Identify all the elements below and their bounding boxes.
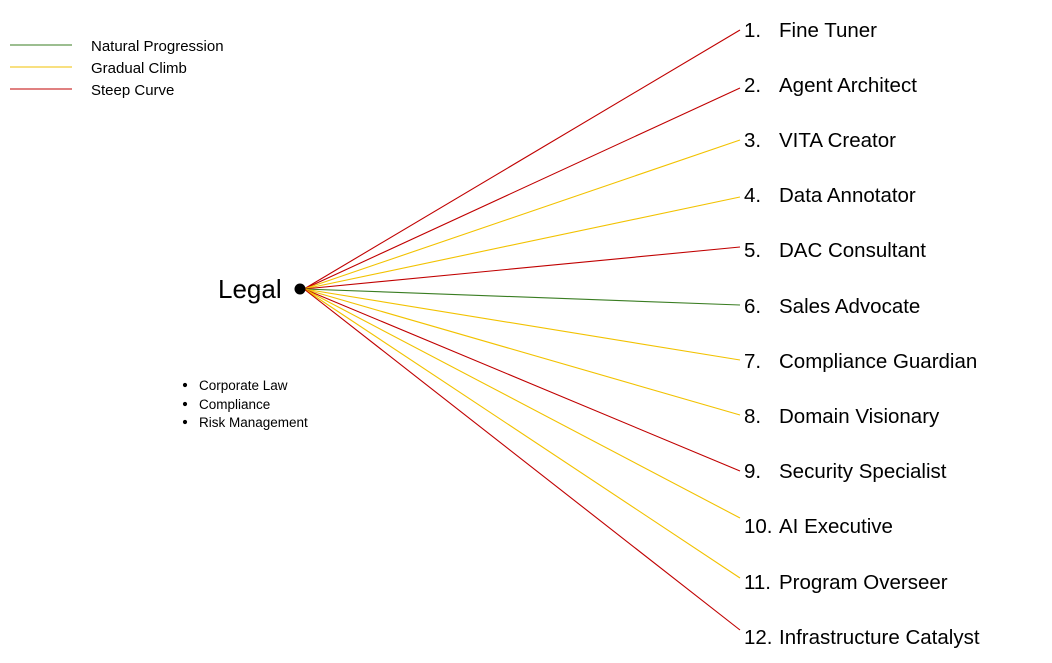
legend: Natural Progression Gradual Climb Steep … xyxy=(10,38,224,99)
role-label: Sales Advocate xyxy=(779,295,920,318)
legend-label-steep-curve: Steep Curve xyxy=(91,82,174,99)
role-label: Infrastructure Catalyst xyxy=(779,626,980,649)
role-item: 5. DAC Consultant xyxy=(744,239,926,262)
role-item: 10. AI Executive xyxy=(744,515,893,538)
role-number: 8. xyxy=(744,405,761,428)
source-label: Legal xyxy=(218,274,282,304)
role-item: 1. Fine Tuner xyxy=(744,19,877,42)
role-number: 11. xyxy=(744,571,771,594)
bullet-dot xyxy=(182,382,188,388)
role-label: Security Specialist xyxy=(779,460,947,483)
connector-line-10 xyxy=(303,288,741,519)
connector-line-1 xyxy=(303,29,741,290)
role-item: 7. Compliance Guardian xyxy=(744,350,977,373)
role-number: 12. xyxy=(744,626,773,649)
connector-lines xyxy=(303,29,741,631)
skills-list-item: Compliance xyxy=(182,397,270,412)
connector-line-11 xyxy=(303,288,741,579)
role-label: Program Overseer xyxy=(779,571,948,594)
role-item: 9. Security Specialist xyxy=(744,460,947,483)
role-label: Compliance Guardian xyxy=(779,350,977,373)
role-number: 1. xyxy=(744,19,761,42)
skill-label: Corporate Law xyxy=(199,378,288,393)
connector-line-9 xyxy=(303,288,741,472)
bullet-dot xyxy=(182,401,188,407)
legend-item-natural-progression: Natural Progression xyxy=(10,38,224,55)
role-item: 3. VITA Creator xyxy=(744,129,896,152)
legend-item-steep-curve: Steep Curve xyxy=(10,82,174,99)
role-item: 4. Data Annotator xyxy=(744,184,916,207)
connector-line-7 xyxy=(303,288,741,361)
role-label: Domain Visionary xyxy=(779,405,940,428)
role-number: 4. xyxy=(744,184,761,207)
role-number: 3. xyxy=(744,129,761,152)
role-number: 2. xyxy=(744,74,761,97)
role-item: 12. Infrastructure Catalyst xyxy=(744,626,980,649)
role-label: AI Executive xyxy=(779,515,893,538)
role-number: 10. xyxy=(744,515,773,538)
connector-line-6 xyxy=(303,288,741,306)
role-number: 6. xyxy=(744,295,761,318)
connector-line-2 xyxy=(303,87,741,290)
connector-line-5 xyxy=(303,246,741,290)
role-label: Data Annotator xyxy=(779,184,916,207)
skills-list: Corporate Law Compliance Risk Management xyxy=(182,378,308,430)
role-label: VITA Creator xyxy=(779,129,896,152)
role-number: 9. xyxy=(744,460,761,483)
bullet-dot xyxy=(182,419,188,425)
skills-list-item: Risk Management xyxy=(182,415,308,430)
legend-item-gradual-climb: Gradual Climb xyxy=(10,60,187,77)
connector-line-8 xyxy=(303,288,741,416)
connector-line-4 xyxy=(303,196,741,290)
legend-label-natural-progression: Natural Progression xyxy=(91,38,224,55)
role-label: Agent Architect xyxy=(779,74,917,97)
roles-list: 1. Fine Tuner 2. Agent Architect 3. VITA… xyxy=(744,19,980,649)
role-label: DAC Consultant xyxy=(779,239,926,262)
role-item: 2. Agent Architect xyxy=(744,74,917,97)
source-dot xyxy=(294,283,306,295)
source-node: Legal xyxy=(218,274,306,304)
connector-line-3 xyxy=(303,139,741,290)
legend-label-gradual-climb: Gradual Climb xyxy=(91,60,187,77)
role-item: 11. Program Overseer xyxy=(744,571,948,594)
role-number: 5. xyxy=(744,239,761,262)
connector-line-12 xyxy=(303,288,741,631)
skill-label: Compliance xyxy=(199,397,270,412)
skill-label: Risk Management xyxy=(199,415,308,430)
role-item: 6. Sales Advocate xyxy=(744,295,920,318)
role-label: Fine Tuner xyxy=(779,19,877,42)
skills-list-item: Corporate Law xyxy=(182,378,288,393)
role-number: 7. xyxy=(744,350,761,373)
role-item: 8. Domain Visionary xyxy=(744,405,940,428)
